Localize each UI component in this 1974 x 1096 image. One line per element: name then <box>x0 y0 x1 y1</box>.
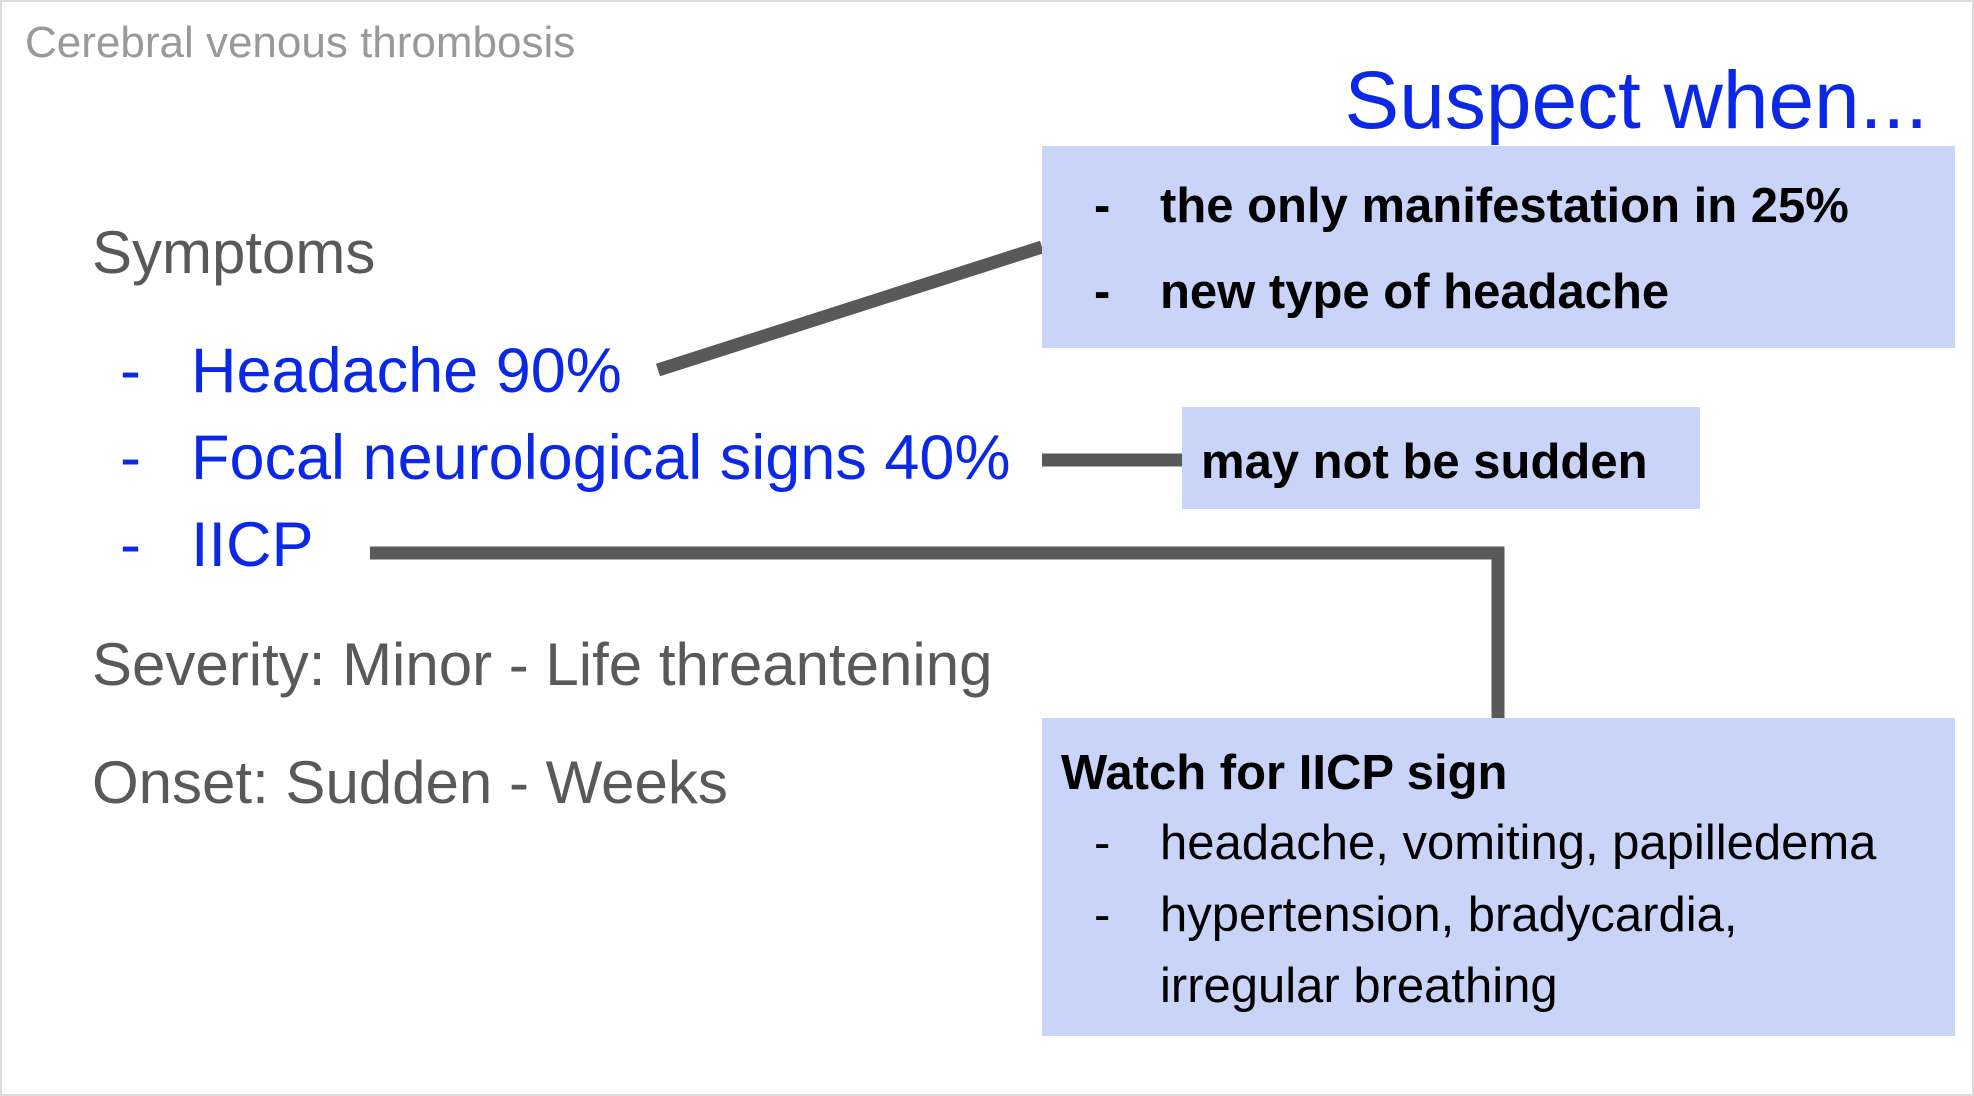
callout-item-text: hypertension, bradycardia, <box>1160 888 1738 942</box>
symptom-item-iicp: -IICP <box>120 509 314 581</box>
bullet-dash: - <box>1094 816 1111 870</box>
bullet-dash: - <box>1094 888 1111 942</box>
suspect-title: Suspect when... <box>1344 55 1928 146</box>
slide-small-title: Cerebral venous thrombosis <box>25 18 576 67</box>
connector-iicp <box>370 546 1505 718</box>
bullet-dash: - <box>120 336 141 406</box>
callout-text: may not be sudden <box>1201 435 1648 489</box>
bullet-dash: - <box>120 510 141 580</box>
symptom-label: IICP <box>191 510 314 580</box>
callout-item: -hypertension, bradycardia, <box>1094 887 1737 943</box>
bullet-dash: - <box>1094 265 1111 319</box>
focal-callout-box: may not be sudden <box>1182 407 1700 509</box>
iicp-callout-box: Watch for IICP sign -headache, vomiting,… <box>1042 718 1955 1036</box>
callout-item-continuation: irregular breathing <box>1160 959 1558 1013</box>
callout-item-text: the only manifestation in 25% <box>1160 179 1849 233</box>
headache-callout-box: -the only manifestation in 25% -new type… <box>1042 146 1955 348</box>
callout-heading: Watch for IICP sign <box>1061 746 1508 800</box>
callout-item: -headache, vomiting, papilledema <box>1094 815 1876 871</box>
symptoms-heading: Symptoms <box>92 219 376 286</box>
symptom-item-headache: -Headache 90% <box>120 335 622 407</box>
callout-item: -new type of headache <box>1094 264 1669 320</box>
callout-item: -the only manifestation in 25% <box>1094 178 1849 234</box>
callout-item-text: new type of headache <box>1160 265 1670 319</box>
symptom-item-focal: -Focal neurological signs 40% <box>120 422 1010 494</box>
bullet-dash: - <box>1094 179 1111 233</box>
callout-item-text: headache, vomiting, papilledema <box>1160 816 1877 870</box>
bullet-dash: - <box>120 423 141 493</box>
severity-text: Severity: Minor - Life threantening <box>92 631 993 698</box>
symptom-label: Focal neurological signs 40% <box>191 423 1011 493</box>
onset-text: Onset: Sudden - Weeks <box>92 749 728 816</box>
symptom-label: Headache 90% <box>191 336 622 406</box>
connector-headache <box>656 240 1044 377</box>
